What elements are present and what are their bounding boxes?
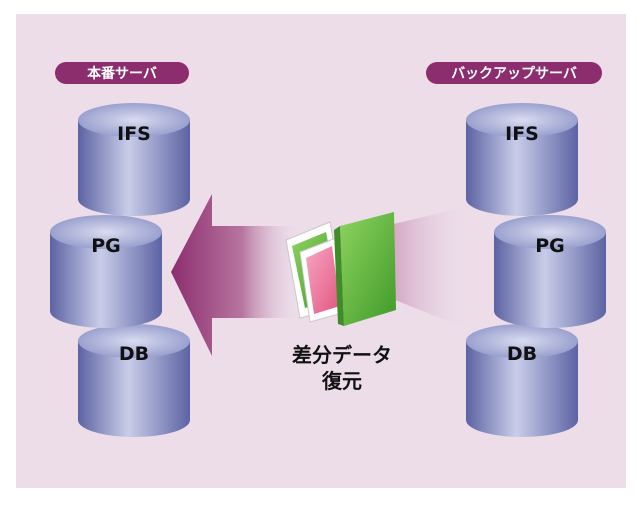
backup-transfer-beam — [385, 206, 470, 330]
backup-ifs-label: IFS — [505, 123, 539, 145]
primary-pg-label: PG — [91, 235, 121, 257]
backup-db-label: DB — [507, 343, 537, 365]
backup-cylinder-db: DB — [466, 324, 578, 437]
backup-server-badge: バックアップサーバ — [426, 62, 602, 84]
primary-db-label: DB — [119, 343, 149, 365]
primary-server-label: 本番サーバ — [87, 65, 157, 82]
backup-cylinder-ifs: IFS — [466, 103, 578, 216]
primary-cylinder-pg: PG — [50, 215, 162, 328]
backup-cylinder-pg: PG — [494, 215, 606, 328]
primary-cylinder-db: DB — [78, 324, 190, 437]
backup-pg-label: PG — [535, 235, 565, 257]
transfer-caption-line1: 差分データ — [292, 343, 392, 367]
restore-arrow — [171, 194, 300, 356]
primary-server-badge: 本番サーバ — [55, 62, 189, 84]
transfer-caption-line2: 復元 — [321, 369, 362, 393]
backup-server-label: バックアップサーバ — [451, 66, 577, 82]
differential-data-folder-icon — [285, 212, 396, 326]
primary-cylinder-ifs: IFS — [78, 103, 190, 216]
primary-ifs-label: IFS — [117, 123, 151, 145]
